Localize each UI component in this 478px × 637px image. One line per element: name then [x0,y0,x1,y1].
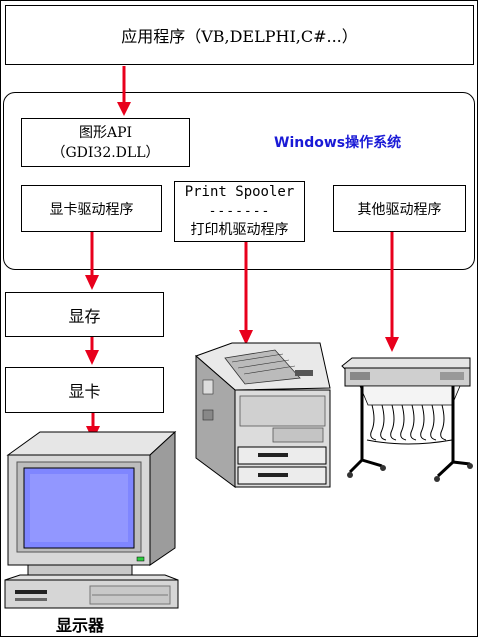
print-spooler-box: Print Spooler ------- 打印机驱动程序 [174,181,305,242]
gdi-api-label: 图形API [78,124,133,141]
print-spooler-divider: ------- [208,204,271,219]
display-driver-label: 显卡驱动程序 [49,201,134,218]
os-label: Windows操作系统 [274,135,402,151]
application-box: 应用程序（VB,DELPHI,C#...） [5,5,474,65]
print-spooler-title: Print Spooler [184,184,295,200]
arrow-app-to-gdi [117,66,131,116]
gpu-label: 显卡 [68,382,101,401]
monitor-label: 显示器 [55,616,104,635]
arrow-driver-to-vram [85,232,99,290]
vram-box: 显存 [5,292,164,337]
gdi-dll-label: （GDI32.DLL） [51,144,160,161]
other-driver-label: 其他驱动程序 [357,201,442,218]
arrow-spooler-to-printer [239,242,253,345]
display-driver-box: 显卡驱动程序 [21,185,162,232]
printer-driver-label: 打印机驱动程序 [190,222,289,238]
arrow-vram-to-gpu [85,337,99,365]
application-label: 应用程序（VB,DELPHI,C#...） [121,27,358,46]
arrow-other-to-plotter [385,232,399,352]
other-driver-box: 其他驱动程序 [333,185,466,232]
gdi-api-box: 图形API （GDI32.DLL） [21,118,190,167]
gpu-box: 显卡 [5,367,164,413]
vram-label: 显存 [68,306,101,326]
